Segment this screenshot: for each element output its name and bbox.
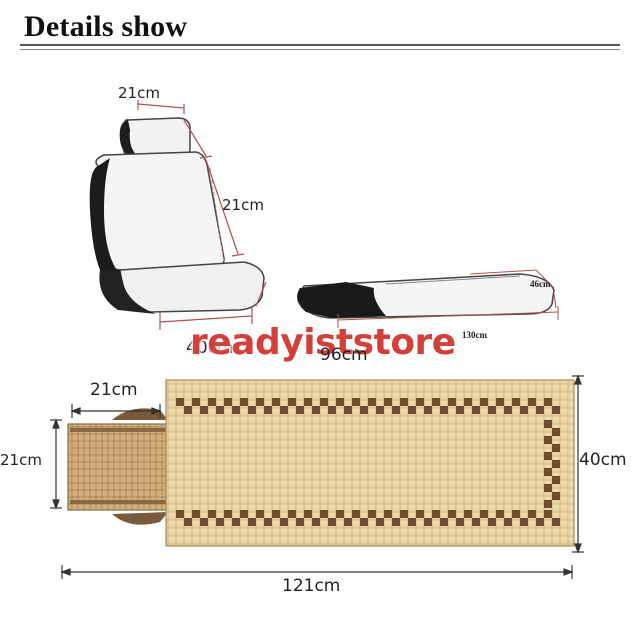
bamboo-mat xyxy=(67,379,575,547)
section-title: Details show xyxy=(24,10,188,43)
mat-total-length-label: 121cm xyxy=(282,576,341,596)
mat-dimension-lines xyxy=(50,374,584,579)
title-divider-thin xyxy=(20,49,620,50)
seat-headrest-width-label: 21cm xyxy=(118,84,160,102)
mat-width-label: 40cm xyxy=(579,450,627,470)
mat-headrest-width-label: 21cm xyxy=(90,380,138,400)
seat-backrest-height-label: 21cm xyxy=(222,196,264,214)
mat-top-length-label: 96cm xyxy=(320,345,368,365)
cushion-depth-label: 46cm xyxy=(530,279,551,289)
store-watermark: readyiststore xyxy=(190,322,456,363)
car-seat-sketch xyxy=(89,117,265,314)
title-divider xyxy=(20,44,620,46)
seat-cushion-sketch xyxy=(297,273,555,319)
mat-headrest-height-label: 21cm xyxy=(0,451,42,469)
seat-width-label: 40cm xyxy=(186,338,234,358)
cushion-length-label: 130cm xyxy=(462,330,487,340)
cushion-measure-lines xyxy=(337,269,559,328)
seat-measure-lines xyxy=(137,100,267,330)
